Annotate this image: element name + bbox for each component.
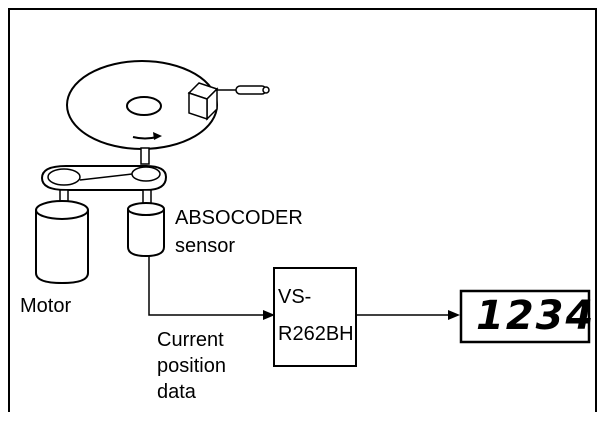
- read-head-front: [188, 91, 208, 121]
- vs-unit-box: [273, 267, 357, 367]
- sensor-body: [127, 209, 165, 258]
- unit-label-line1: VS-: [278, 286, 312, 308]
- sensor-shaft: [142, 189, 152, 205]
- motor-pulley: [47, 168, 81, 186]
- data-label-line3: data: [157, 381, 196, 403]
- sensor-pulley: [131, 166, 161, 182]
- sensor-top: [127, 202, 165, 216]
- sensor-wire: [148, 256, 270, 316]
- motor-body: [35, 210, 89, 285]
- sensor-label-line1: ABSOCODER: [175, 207, 303, 229]
- disk-center-hole: [126, 96, 162, 116]
- motor-top: [35, 200, 89, 220]
- data-label-line1: Current: [157, 329, 224, 351]
- unit-label-line2: R262BH: [278, 323, 354, 345]
- sensor-wire-arrowhead: [263, 310, 275, 320]
- pointer-body: [235, 85, 267, 95]
- disk-shaft: [140, 147, 150, 165]
- rotation-arrowhead: [153, 132, 162, 140]
- data-label-line2: position: [157, 355, 226, 377]
- output-arrowhead: [448, 310, 460, 320]
- display-digits: 1234: [476, 293, 596, 339]
- motor-label: Motor: [20, 295, 72, 317]
- sensor-label-line2: sensor: [175, 235, 236, 257]
- pointer-tip: [262, 86, 270, 94]
- frame-border: [8, 8, 597, 412]
- display-box: [459, 289, 591, 344]
- belt-inner-line: [79, 173, 133, 181]
